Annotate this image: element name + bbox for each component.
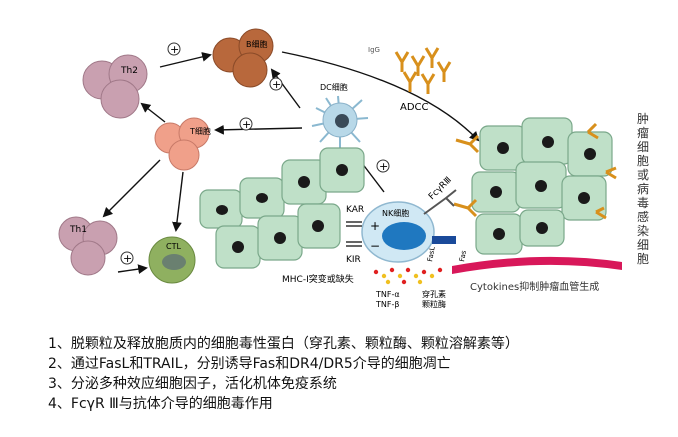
b-cell: B细胞 xyxy=(212,28,274,88)
plus-icon: + xyxy=(272,78,281,91)
nk-receptors xyxy=(346,221,362,247)
fcgr3-label: FcγRⅢ xyxy=(427,175,454,202)
angiogenesis-bar xyxy=(452,256,622,274)
arrow-dc-to-t xyxy=(214,124,303,135)
th2-label: Th2 xyxy=(120,66,138,76)
perforin-label: 穿孔素 xyxy=(422,289,446,299)
granules xyxy=(373,267,443,285)
mhc-label: MHC-Ⅰ突变或缺失 xyxy=(282,273,354,285)
minus-icon: − xyxy=(370,239,380,253)
plus-icon: + xyxy=(170,43,179,56)
plus-markers: + + + + + xyxy=(120,42,390,265)
th1-label: Th1 xyxy=(69,225,87,235)
note-item: 3、分泌多种效应细胞因子，活化机体免疫系统 xyxy=(48,376,337,392)
arrow-t-to-th2 xyxy=(140,102,166,123)
kir-label: KIR xyxy=(346,255,361,265)
tnf-alpha-label: TNF-α xyxy=(375,290,400,299)
fasl-label: FasL xyxy=(426,246,437,262)
arrow-b-to-tumor xyxy=(281,51,480,142)
nk-cell-label: NK细胞 xyxy=(382,208,409,218)
t-cell-label: T细胞 xyxy=(189,126,211,136)
bound-antibodies xyxy=(453,122,617,220)
tumor-cells-left xyxy=(199,147,365,269)
plus-icon: + xyxy=(242,118,251,131)
tumor-nuclei-left xyxy=(216,164,348,253)
mechanism-notes: 1、脱颗粒及释放胞质内的细胞毒性蛋白（穿孔素、颗粒酶、颗粒溶解素等） 2、通过F… xyxy=(48,334,668,414)
arrow-th2-to-b xyxy=(159,52,212,68)
granzyme-label: 颗粒酶 xyxy=(422,299,446,309)
ctl-label: CTL xyxy=(166,242,181,251)
kar-label: KAR xyxy=(346,205,364,215)
nk-cell: NK细胞 xyxy=(361,201,435,263)
dc-cell: DC细胞 xyxy=(311,82,369,148)
note-item: 2、通过FasL和TRAIL，分别诱导Fas和DR4/DR5介导的细胞凋亡 xyxy=(48,356,451,372)
ctl-cell: CTL xyxy=(148,236,196,284)
arrow-t-to-ctl xyxy=(172,171,184,232)
note-item: 1、脱颗粒及释放胞质内的细胞毒性蛋白（穿孔素、颗粒酶、颗粒溶解素等） xyxy=(48,336,519,352)
th2-cell: Th2 xyxy=(82,54,148,119)
igg-antibodies xyxy=(394,47,452,94)
note-item: 4、FcγR Ⅲ与抗体介导的细胞毒作用 xyxy=(48,396,273,412)
plus-icon: + xyxy=(379,160,388,173)
plus-icon: + xyxy=(370,219,380,233)
dc-cell-label: DC细胞 xyxy=(320,82,348,92)
fas-label: Fas xyxy=(458,249,468,262)
igg-label: IgG xyxy=(368,46,380,54)
cytokines-label: Cytokines抑制肿瘤血管生成 xyxy=(470,280,599,293)
adcc-label: ADCC xyxy=(400,102,429,113)
plus-icon: + xyxy=(123,252,132,265)
th1-cell: Th1 xyxy=(58,216,118,276)
fasl-fas-bar xyxy=(432,236,456,244)
fcgr3-receptor xyxy=(423,189,457,215)
tnf-beta-label: TNF-β xyxy=(375,300,399,309)
tumor-nuclei-right xyxy=(490,136,596,240)
arrow-t-to-th1 xyxy=(102,159,161,218)
t-cell: T细胞 xyxy=(154,117,211,171)
b-cell-label: B细胞 xyxy=(246,39,268,49)
arrow-dc-to-b xyxy=(270,68,301,109)
arrow-th1-to-ctl xyxy=(117,264,148,274)
tumor-vertical-label: 肿瘤细胞或病毒感染细胞 xyxy=(636,112,649,266)
